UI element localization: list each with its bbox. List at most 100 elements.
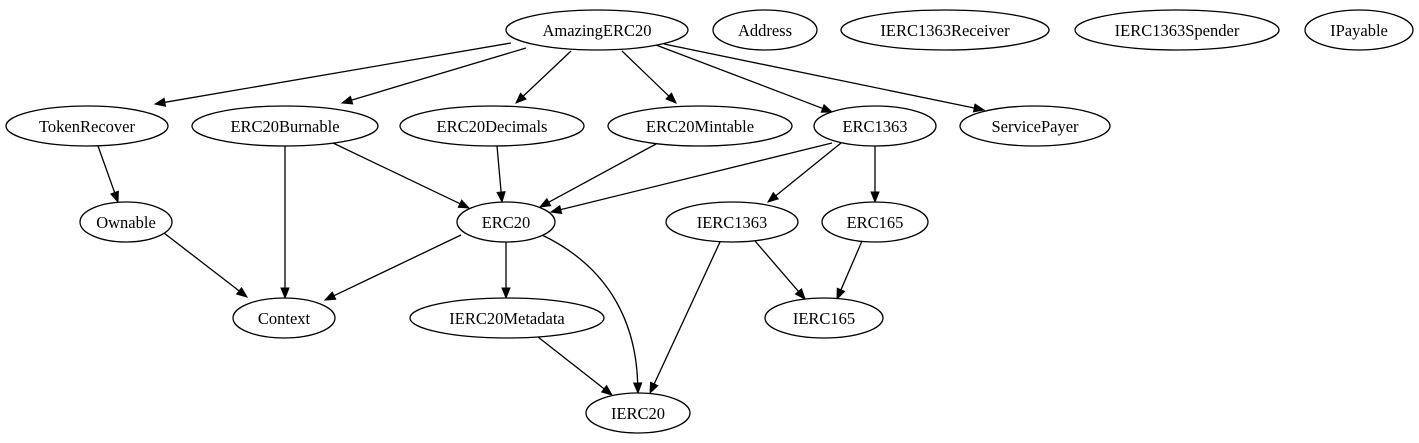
node-label: ERC20Burnable — [230, 117, 339, 136]
node-erc1363: ERC1363 — [813, 105, 937, 147]
node-label: ERC20Decimals — [437, 117, 548, 136]
node-shape — [232, 297, 336, 339]
node-label: IERC1363Receiver — [880, 21, 1010, 40]
edge-erc20-to-ierc20 — [541, 234, 643, 395]
arrowhead-icon — [235, 286, 249, 298]
node-label: IPayable — [1330, 21, 1388, 40]
node-shape — [191, 105, 379, 147]
node-ierc1363-receiver: IERC1363Receiver — [840, 9, 1050, 51]
edge-erc1363-to-ierc1363 — [766, 142, 842, 203]
edge-ierc20-metadata-to-ierc20 — [537, 336, 614, 396]
node-address: Address — [712, 9, 818, 51]
edge-erc20-to-ierc20-metadata — [501, 242, 511, 300]
node-erc20-decimals: ERC20Decimals — [399, 105, 585, 147]
arrowhead-icon — [323, 291, 337, 301]
edge-line — [351, 47, 527, 101]
edge-erc1363-to-erc165 — [870, 146, 880, 204]
node-ownable: Ownable — [79, 201, 173, 243]
edge-token-recover-to-ownable — [97, 145, 119, 204]
arrowhead-icon — [836, 287, 846, 301]
edge-line — [496, 145, 502, 193]
node-shape — [585, 392, 691, 434]
edge-line — [537, 336, 605, 390]
node-shape — [505, 9, 689, 51]
node-label: Context — [258, 309, 311, 328]
arrowhead-icon — [870, 191, 880, 204]
node-service-payer: ServicePayer — [959, 105, 1111, 147]
arrowhead-icon — [649, 381, 659, 395]
node-amazing-erc20: AmazingERC20 — [505, 9, 689, 51]
node-erc20-mintable: ERC20Mintable — [607, 105, 793, 147]
edge-line — [541, 234, 639, 384]
edge-amazing-erc20-to-erc1363 — [655, 44, 834, 113]
node-ierc20-metadata: IERC20Metadata — [409, 297, 605, 339]
node-context: Context — [232, 297, 336, 339]
node-label: IERC165 — [793, 309, 855, 328]
edge-line — [663, 43, 975, 109]
arrowhead-icon — [280, 287, 290, 300]
edge-line — [655, 44, 823, 110]
edge-line — [840, 240, 863, 291]
node-erc20: ERC20 — [456, 201, 556, 243]
node-label: IERC20 — [611, 404, 665, 423]
node-label: TokenRecover — [39, 117, 135, 136]
edge-amazing-erc20-to-erc20-decimals — [515, 50, 572, 104]
edge-amazing-erc20-to-erc20-burnable — [340, 47, 527, 105]
node-ierc1363: IERC1363 — [665, 201, 799, 243]
node-erc20-burnable: ERC20Burnable — [191, 105, 379, 147]
arrowhead-icon — [538, 197, 552, 208]
arrowhead-icon — [972, 103, 986, 113]
edge-ierc1363-to-ierc20 — [649, 241, 721, 395]
edge-line — [775, 142, 842, 197]
arrowhead-icon — [794, 287, 806, 301]
edge-erc1363-to-erc20 — [549, 142, 833, 215]
edge-amazing-erc20-to-service-payer — [663, 43, 986, 113]
node-erc165: ERC165 — [821, 201, 929, 243]
edge-line — [522, 50, 572, 97]
edge-erc20-to-context — [323, 234, 462, 301]
edge-line — [163, 232, 240, 292]
node-label: ERC20 — [482, 213, 531, 232]
node-shape — [607, 105, 793, 147]
edge-line — [754, 240, 799, 292]
edge-line — [332, 142, 461, 205]
node-ierc20: IERC20 — [585, 392, 691, 434]
arrowhead-icon — [766, 191, 780, 203]
arrowhead-icon — [110, 190, 119, 204]
node-shape — [456, 201, 556, 243]
node-label: Ownable — [96, 213, 156, 232]
node-shape — [5, 105, 169, 147]
node-shape — [840, 9, 1050, 51]
edge-erc20-burnable-to-erc20 — [332, 142, 471, 209]
node-label: IERC1363Spender — [1115, 21, 1240, 40]
edge-line — [653, 241, 721, 385]
edge-ownable-to-context — [163, 232, 249, 298]
edge-erc20-burnable-to-context — [280, 146, 290, 300]
node-label: AmazingERC20 — [542, 21, 651, 40]
node-label: ERC165 — [847, 213, 904, 232]
node-shape — [399, 105, 585, 147]
arrowhead-icon — [515, 92, 527, 104]
arrowhead-icon — [496, 191, 506, 204]
arrowhead-icon — [457, 199, 471, 209]
edge-erc20-decimals-to-erc20 — [496, 145, 506, 204]
arrowhead-icon — [153, 97, 167, 107]
arrowhead-icon — [665, 92, 677, 104]
node-shape — [821, 201, 929, 243]
node-shape — [712, 9, 818, 51]
node-label: ERC20Mintable — [646, 117, 754, 136]
node-shape — [1074, 9, 1280, 51]
node-shape — [409, 297, 605, 339]
edge-ierc1363-to-ierc165 — [754, 240, 806, 301]
edge-erc20-mintable-to-erc20 — [538, 143, 657, 208]
edge-line — [333, 234, 462, 297]
arrowhead-icon — [600, 384, 614, 396]
node-label: IERC1363 — [697, 213, 768, 232]
edge-amazing-erc20-to-token-recover — [153, 42, 512, 107]
arrowhead-icon — [501, 287, 511, 300]
arrowhead-icon — [549, 204, 563, 215]
node-shape — [665, 201, 799, 243]
node-token-recover: TokenRecover — [5, 105, 169, 147]
